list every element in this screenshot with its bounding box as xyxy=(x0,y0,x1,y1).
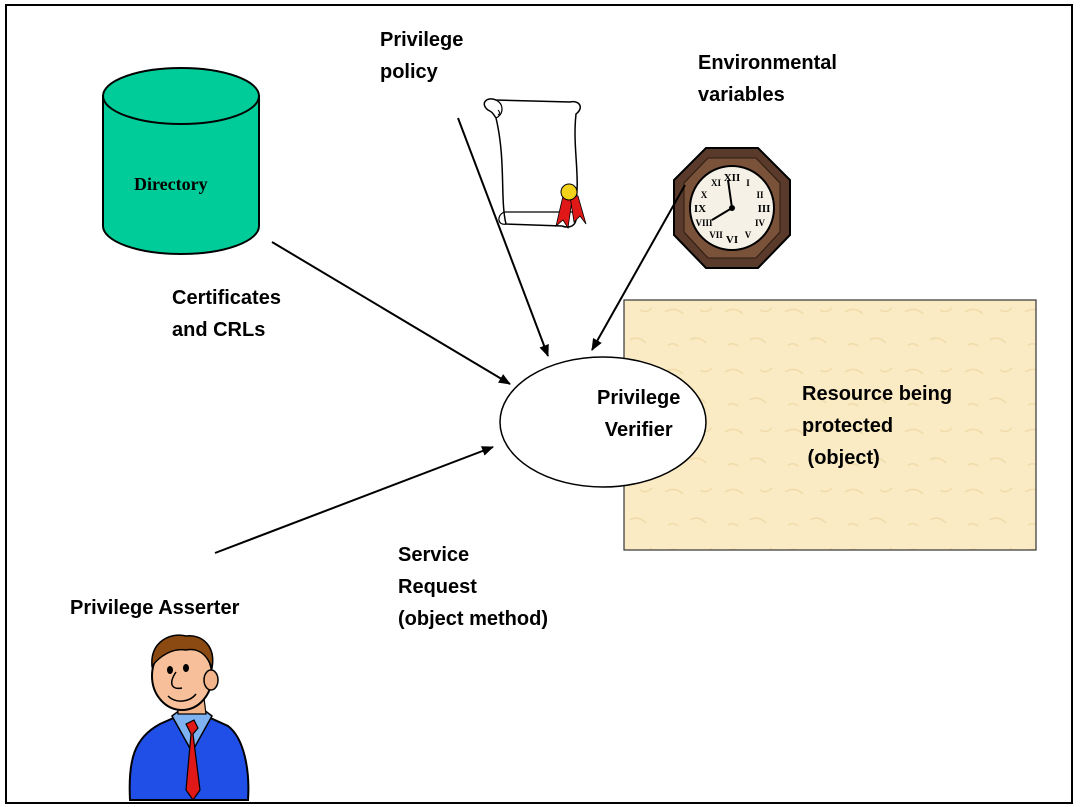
environmental-variables-label: Environmental variables xyxy=(698,52,837,106)
arrow-environment xyxy=(591,184,686,351)
svg-text:II: II xyxy=(756,190,764,200)
resource-label: Resource being protected (object) xyxy=(802,383,953,469)
certificates-label: Certificates and CRLs xyxy=(172,287,281,341)
svg-text:VIII: VIII xyxy=(695,218,713,228)
arrow-policy xyxy=(457,117,549,357)
svg-text:XI: XI xyxy=(711,178,721,188)
privilege-asserter-label: Privilege Asserter xyxy=(70,597,240,619)
privilege-verifier-label: Privilege Verifier xyxy=(597,387,681,441)
svg-text:IV: IV xyxy=(755,218,766,228)
wall-clock-icon: XII III VI IX I II IV V VII VIII X XI xyxy=(673,147,791,269)
verifier-ellipse xyxy=(499,356,707,488)
svg-text:X: X xyxy=(701,190,708,200)
svg-text:V: V xyxy=(745,230,752,240)
service-request-label: Service Request (object method) xyxy=(398,544,548,630)
database-cylinder-icon xyxy=(102,67,260,255)
svg-text:IX: IX xyxy=(694,203,706,215)
businessman-icon xyxy=(128,634,250,802)
arrow-certificates xyxy=(271,241,511,385)
svg-text:VI: VI xyxy=(726,234,738,246)
privilege-policy-label: Privilege policy xyxy=(380,29,464,83)
svg-text:VII: VII xyxy=(709,230,723,240)
scroll-certificate-icon xyxy=(483,98,587,230)
svg-text:III: III xyxy=(758,203,771,215)
directory-label: Directory xyxy=(134,174,208,194)
svg-text:I: I xyxy=(746,178,750,188)
arrow-service-request xyxy=(214,446,494,554)
svg-text:XII: XII xyxy=(724,172,741,184)
